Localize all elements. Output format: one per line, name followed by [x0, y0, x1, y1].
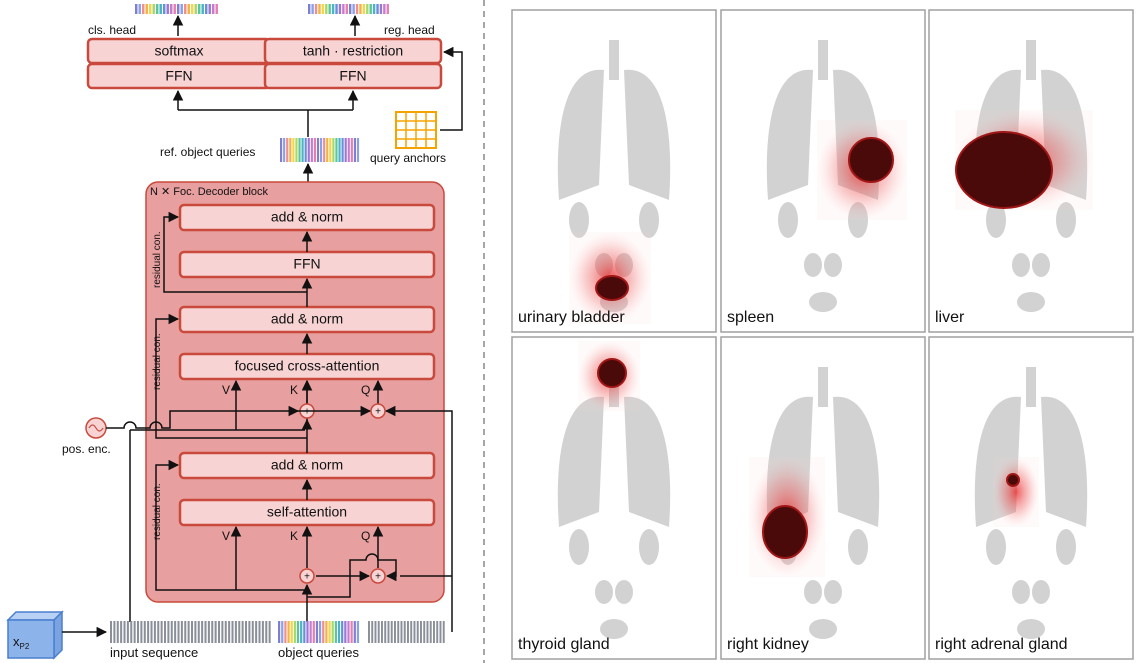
decoder-block: N ✕ Foc. Decoder block: [145, 181, 445, 603]
anchor-sequence-bar: [368, 621, 445, 643]
ref-object-queries-bar: [280, 138, 360, 162]
organ-highlight-liver: [955, 131, 1053, 209]
attention-panel-spleen: spleen: [720, 9, 926, 333]
panel-label-right-adrenal-gland: right adrenal gland: [935, 636, 1068, 653]
cross-q-label: Q: [361, 383, 370, 397]
object-queries-label: object queries: [278, 645, 359, 660]
cross-v-label: V: [222, 383, 230, 397]
residual-label-2: residual con.: [152, 333, 163, 390]
cross-attention-block: focused cross-attention: [178, 352, 436, 381]
add-norm-2-block: add & norm: [178, 305, 436, 334]
plus-k-self: +: [304, 572, 310, 583]
attention-panel-thyroid-gland: thyroid gland: [511, 336, 717, 660]
object-queries-bar: [278, 621, 360, 643]
attention-panel-right-kidney: right kidney: [720, 336, 926, 660]
input-sequence-bar: [110, 621, 271, 643]
plus-q-self: +: [375, 572, 381, 583]
query-anchors-icon: [395, 111, 437, 149]
organ-highlight-right-kidney: [762, 505, 808, 559]
add-norm-3-label: add & norm: [271, 209, 343, 225]
panel-label-liver: liver: [935, 309, 965, 326]
self-q-label: Q: [361, 529, 370, 543]
decoder-block-title: N ✕ Foc. Decoder block: [150, 186, 269, 198]
add-norm-1-label: add & norm: [271, 457, 343, 473]
cross-attention-label: focused cross-attention: [235, 358, 380, 374]
attention-heat-right-adrenal-gland: [993, 457, 1039, 527]
organ-highlight-spleen: [848, 137, 894, 183]
cls-head-label: cls. head: [88, 23, 136, 37]
attention-panel-right-adrenal-gland: right adrenal gland: [928, 336, 1134, 660]
organ-highlight-right-adrenal-gland: [1006, 473, 1020, 487]
panel-label-right-kidney: right kidney: [727, 636, 809, 653]
self-attention-label: self-attention: [267, 504, 347, 520]
self-v-label: V: [222, 529, 230, 543]
ffn-block-label: FFN: [293, 256, 320, 272]
organ-highlight-thyroid-gland: [597, 358, 627, 388]
input-sequence-label: input sequence: [110, 645, 198, 660]
self-attention-block: self-attention: [178, 498, 436, 527]
reg-output-bar: [308, 4, 389, 14]
plus-k-cross: +: [304, 407, 310, 418]
query-anchors-label: query anchors: [370, 151, 446, 165]
residual-label-3: residual con.: [152, 231, 163, 288]
residual-label-1: residual con.: [152, 483, 163, 540]
pos-enc-label: pos. enc.: [62, 442, 111, 456]
add-norm-2-label: add & norm: [271, 311, 343, 327]
panel-label-thyroid-gland: thyroid gland: [518, 636, 610, 653]
ffn-block: FFN: [178, 250, 436, 279]
cross-k-label: K: [290, 383, 298, 397]
plus-q-cross: +: [375, 407, 381, 418]
attention-panel-urinary-bladder: urinary bladder: [511, 9, 717, 333]
softmax-label: softmax: [154, 43, 203, 59]
self-k-label: K: [290, 529, 298, 543]
attention-panel-liver: liver: [928, 9, 1134, 333]
reg-ffn-label: FFN: [339, 68, 366, 84]
input-node-label: xP2: [13, 634, 30, 651]
add-norm-1-block: add & norm: [178, 451, 436, 480]
cls-output-bar: [135, 4, 218, 14]
reg-head: tanh · restriction FFN: [263, 37, 443, 90]
architecture-diagram: cls. head reg. head softmax FFN tanh · r…: [6, 4, 463, 660]
organ-highlight-urinary-bladder: [595, 275, 629, 301]
ref-object-queries-label: ref. object queries: [160, 145, 255, 159]
attention-panel-grid: urinary bladder spleen liver thyroid gland r…: [511, 9, 1134, 660]
input-node: xP2: [6, 610, 64, 660]
tanh-restriction-label: tanh · restriction: [303, 43, 403, 59]
reg-head-label: reg. head: [384, 23, 435, 37]
cls-head: softmax FFN: [86, 37, 272, 90]
panel-label-urinary-bladder: urinary bladder: [518, 309, 625, 326]
cls-ffn-label: FFN: [165, 68, 192, 84]
panel-label-spleen: spleen: [727, 309, 774, 326]
add-norm-3-block: add & norm: [178, 203, 436, 232]
